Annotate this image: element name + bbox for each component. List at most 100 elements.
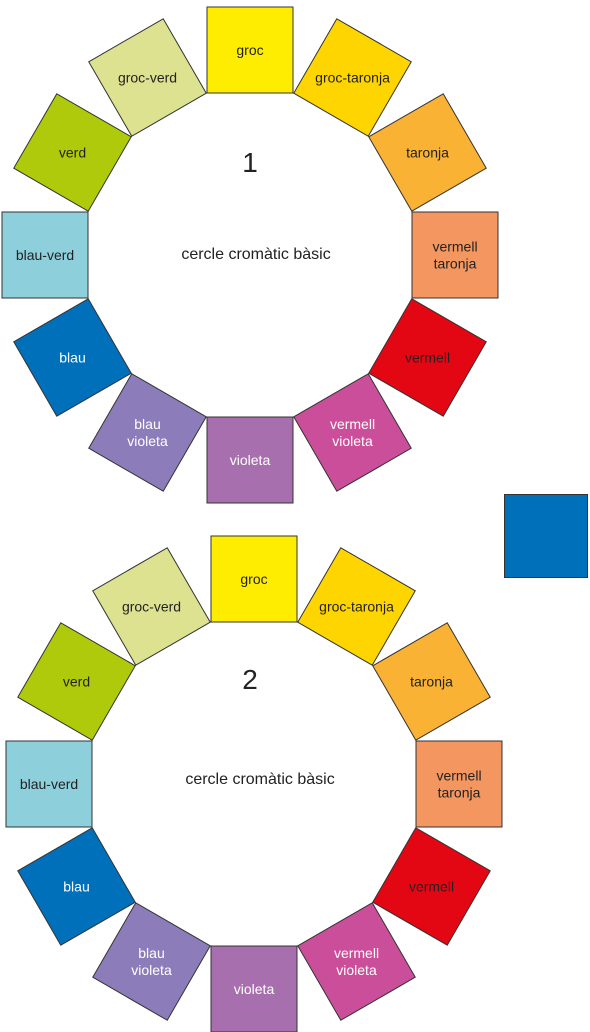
color-label: vermell xyxy=(409,879,454,895)
color-swatch[interactable] xyxy=(1,211,89,299)
wheel-1-segment[interactable]: blau xyxy=(13,298,132,417)
color-label-line: blau xyxy=(63,879,89,895)
color-swatch[interactable] xyxy=(297,902,416,1021)
wheel-1-segment[interactable]: vermell xyxy=(368,298,487,417)
color-label: taronja xyxy=(410,674,453,690)
color-label-line: blau xyxy=(134,416,160,432)
color-label-line: violeta xyxy=(336,962,377,978)
color-swatch[interactable] xyxy=(17,622,136,741)
color-label: violeta xyxy=(234,981,275,997)
color-swatch[interactable] xyxy=(372,827,491,946)
color-label: taronja xyxy=(406,145,449,161)
color-label: vermell xyxy=(405,350,450,366)
color-swatch[interactable] xyxy=(415,740,503,828)
color-swatch[interactable] xyxy=(293,373,412,492)
color-label-line: violeta xyxy=(131,962,172,978)
color-label-line: groc-verd xyxy=(122,599,181,615)
color-swatch[interactable] xyxy=(210,535,298,623)
color-label-line: violeta xyxy=(230,452,271,468)
color-label-line: violeta xyxy=(127,433,168,449)
color-swatch[interactable] xyxy=(411,211,499,299)
wheel-2-segment[interactable]: verd xyxy=(17,622,136,741)
color-label-line: vermell xyxy=(334,945,379,961)
color-label-line: blau xyxy=(59,350,85,366)
color-label-line: blau-verd xyxy=(20,776,78,792)
wheel-caption-2: cercle cromàtic bàsic xyxy=(185,771,334,788)
color-label-line: groc-verd xyxy=(118,70,177,86)
color-label: groc xyxy=(240,571,267,587)
color-label: blau-verd xyxy=(20,776,78,792)
wheel-2-segment[interactable]: violeta xyxy=(210,945,298,1032)
color-label-line: vermell xyxy=(330,416,375,432)
color-label-line: groc xyxy=(236,42,263,58)
color-label-line: vermell xyxy=(405,350,450,366)
wheel-1-segment[interactable]: groc xyxy=(206,6,294,94)
wheel-1-segment[interactable]: verd xyxy=(13,93,132,212)
color-label-line: groc xyxy=(240,571,267,587)
color-label: groc-verd xyxy=(122,599,181,615)
color-swatch[interactable] xyxy=(368,93,487,212)
wheel-1-segment[interactable]: blau-verd xyxy=(1,211,89,299)
wheel-1-segment[interactable]: groc-verd xyxy=(88,18,207,137)
wheel-number-2: 2 xyxy=(242,664,258,695)
color-label-line: taronja xyxy=(406,145,449,161)
color-swatch[interactable] xyxy=(206,416,294,504)
color-label-line: groc-taronja xyxy=(315,70,390,86)
color-swatch[interactable] xyxy=(293,18,412,137)
color-swatch[interactable] xyxy=(88,18,207,137)
wheel-2-segment[interactable]: groc xyxy=(210,535,298,623)
color-label: violeta xyxy=(230,452,271,468)
wheel-1-segment[interactable]: groc-taronja xyxy=(293,18,412,137)
color-swatch[interactable] xyxy=(297,547,416,666)
color-swatch[interactable] xyxy=(368,298,487,417)
color-swatch[interactable] xyxy=(13,93,132,212)
wheel-caption-1: cercle cromàtic bàsic xyxy=(181,246,330,263)
wheel-1-segment[interactable]: violeta xyxy=(206,416,294,504)
color-label-line: verd xyxy=(59,145,86,161)
color-swatch[interactable] xyxy=(206,6,294,94)
color-swatch[interactable] xyxy=(88,373,207,492)
color-label-line: verd xyxy=(63,674,90,690)
color-label: verd xyxy=(63,674,90,690)
color-label-line: violeta xyxy=(234,981,275,997)
wheel-2-segment[interactable]: groc-verd xyxy=(92,547,211,666)
wheel-2-segment[interactable]: blau-verd xyxy=(5,740,93,828)
color-label: groc-verd xyxy=(118,70,177,86)
color-swatch[interactable] xyxy=(5,740,93,828)
color-swatch[interactable] xyxy=(17,827,136,946)
wheel-2-segment[interactable]: vermell xyxy=(372,827,491,946)
color-swatch[interactable] xyxy=(92,547,211,666)
blue-color-swatch[interactable] xyxy=(504,494,588,578)
color-label: groc-taronja xyxy=(315,70,390,86)
color-label-line: taronja xyxy=(434,256,477,272)
wheel-1-segment[interactable]: taronja xyxy=(368,93,487,212)
color-label-line: vermell xyxy=(409,879,454,895)
color-label-line: vermell xyxy=(432,239,477,255)
color-label: blau xyxy=(59,350,85,366)
wheel-2-segment[interactable]: taronja xyxy=(372,622,491,741)
wheel-2-segment[interactable]: groc-taronja xyxy=(297,547,416,666)
color-label-line: taronja xyxy=(410,674,453,690)
color-label: blau-verd xyxy=(16,247,74,263)
wheel-2-segment[interactable]: blau xyxy=(17,827,136,946)
color-swatch[interactable] xyxy=(372,622,491,741)
color-label: groc-taronja xyxy=(319,599,394,615)
color-swatch[interactable] xyxy=(92,902,211,1021)
color-swatch[interactable] xyxy=(13,298,132,417)
color-swatch[interactable] xyxy=(210,945,298,1032)
wheel-number-1: 1 xyxy=(242,147,258,178)
